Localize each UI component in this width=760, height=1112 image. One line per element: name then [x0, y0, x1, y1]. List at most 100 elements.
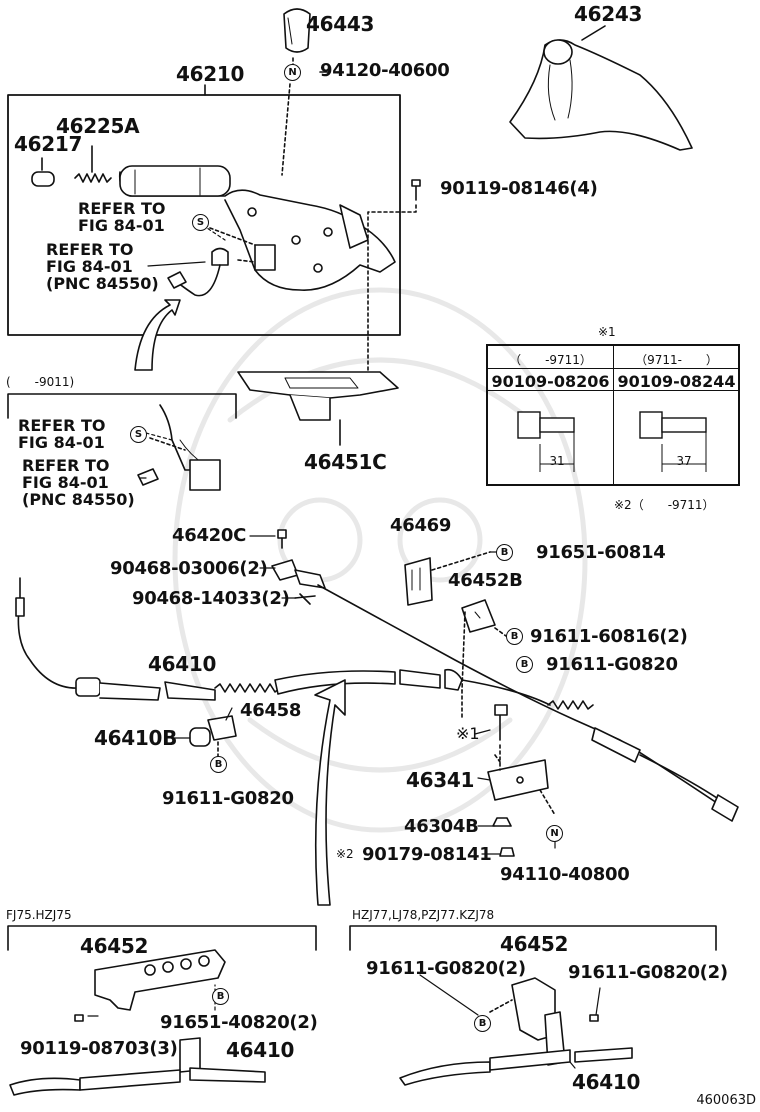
clip-90468-14033	[294, 593, 316, 605]
clip-46458	[207, 715, 237, 741]
left-cable	[15, 577, 161, 701]
part-46225A-label[interactable]: 46225A	[56, 114, 140, 138]
leader-line	[281, 83, 291, 176]
part-91651-60814-label[interactable]: 91651-60814	[536, 542, 666, 563]
part-46452-label-hzj77[interactable]: 46452	[500, 932, 569, 956]
part-90179-08141-label[interactable]: 90179-08141	[362, 844, 492, 865]
shift-knob	[283, 8, 311, 53]
bracket-46469	[404, 551, 491, 606]
b-symbol-icon: B	[506, 628, 523, 645]
refer-line-2: FIG 84-01	[22, 472, 109, 492]
part-46341-label[interactable]: 46341	[406, 768, 475, 792]
bolt-37-drawing	[639, 411, 707, 472]
center-direction-arrow	[314, 679, 346, 906]
part-46458-label[interactable]: 46458	[240, 700, 302, 721]
part-46420C-label[interactable]: 46420C	[172, 525, 247, 546]
bracket-46452B	[461, 599, 507, 637]
table-part-number-1[interactable]: 90109-08206	[491, 372, 610, 391]
table-part-number-2[interactable]: 90109-08244	[617, 372, 736, 391]
part-46443-label[interactable]: 46443	[306, 12, 375, 36]
part-91611-G0820-label-c[interactable]: 91611-G0820(2)	[366, 958, 526, 979]
model-note-hzj77: HZJ77,LJ78,PZJ77.KZJ78	[352, 908, 495, 922]
part-46469-label[interactable]: 46469	[390, 515, 452, 536]
front-cable	[317, 584, 721, 806]
part-91651-40820-label[interactable]: 91651-40820(2)	[160, 1012, 318, 1033]
bolt-variant-table: （ -9711） （9711- ） 90109-08206 90109-0824…	[486, 344, 740, 486]
part-46217-label[interactable]: 46217	[14, 132, 83, 156]
refer-line-2: FIG 84-01	[46, 256, 133, 276]
refer-line-1: REFER TO	[18, 416, 106, 435]
b-symbol-icon: B	[210, 756, 227, 773]
lever-assembly	[118, 165, 396, 291]
part-46451C-label[interactable]: 46451C	[304, 450, 387, 474]
refer-line-1: REFER TO	[22, 456, 110, 475]
part-46304B-label[interactable]: 46304B	[404, 816, 479, 837]
part-90468-14033-label[interactable]: 90468-14033(2)	[132, 588, 290, 609]
refer-to-fig-84-01-pnc-a[interactable]: REFER TO FIG 84-01 (PNC 84550)	[46, 240, 159, 293]
leader-line	[581, 25, 606, 41]
b-symbol-icon: B	[516, 656, 533, 673]
nut-46304B	[492, 817, 512, 827]
bolt-31-drawing	[517, 411, 575, 472]
leader-line	[461, 611, 466, 691]
lever-assembly-frame	[7, 94, 401, 336]
lever-boot	[509, 25, 693, 151]
table-header-before: （ -9711）	[509, 353, 592, 367]
refer-to-fig-84-01-a[interactable]: REFER TO FIG 84-01	[78, 199, 166, 235]
part-46452B-label[interactable]: 46452B	[448, 570, 523, 591]
part-91611-G0820-label-d[interactable]: 91611-G0820(2)	[568, 962, 728, 983]
fj75-frame	[7, 925, 317, 951]
direction-arrow	[134, 299, 181, 371]
note-mark-2-range: ※2（ -9711）	[614, 498, 715, 512]
s-symbol-icon: S	[130, 426, 147, 443]
refer-line-2: FIG 84-01	[18, 432, 105, 452]
part-46410-label-c[interactable]: 46410	[572, 1070, 641, 1094]
bracket-46452-fj75	[9, 949, 266, 1096]
part-94110-40800-label[interactable]: 94110-40800	[500, 864, 630, 885]
bolt-90119-08146	[411, 179, 421, 201]
part-46410-label-a[interactable]: 46410	[148, 652, 217, 676]
grommet-46410B	[189, 727, 211, 747]
refer-line-3: (PNC 84550)	[46, 273, 159, 293]
table-header-after: （9711- ）	[635, 353, 718, 367]
refer-line-1: REFER TO	[46, 240, 134, 259]
part-46410-label-b[interactable]: 46410	[226, 1038, 295, 1062]
b-symbol-icon: B	[496, 544, 513, 561]
button-46217	[31, 157, 55, 187]
inset-frame	[7, 393, 237, 419]
part-46243-label[interactable]: 46243	[574, 2, 643, 26]
part-46410B-label[interactable]: 46410B	[94, 726, 178, 750]
equalizer-46341	[487, 704, 556, 816]
part-91611-G0820-label-b[interactable]: 91611-G0820	[162, 788, 294, 809]
refer-line-3: (PNC 84550)	[22, 489, 135, 509]
bracket-46452-hzj77	[399, 977, 633, 1086]
b-symbol-icon: B	[474, 1015, 491, 1032]
n-symbol-icon: N	[546, 825, 563, 842]
refer-to-fig-84-01-b[interactable]: REFER TO FIG 84-01	[18, 416, 106, 452]
clip-90468-03006	[271, 559, 326, 589]
plate-46451C	[237, 371, 399, 446]
note-mark-1-table: ※1	[598, 325, 616, 339]
part-90468-03006-label[interactable]: 90468-03006(2)	[110, 558, 268, 579]
table-bolt-drawings	[517, 411, 707, 472]
note-mark-2-nut: ※2	[336, 847, 354, 861]
part-90119-08146-label[interactable]: 90119-08146(4)	[440, 178, 598, 199]
n-symbol-icon: N	[284, 64, 301, 81]
b-symbol-icon: B	[212, 988, 229, 1005]
part-46452-label-fj75[interactable]: 46452	[80, 934, 149, 958]
part-46210-label[interactable]: 46210	[176, 62, 245, 86]
switch-wire	[167, 227, 276, 297]
bolt-46420C	[277, 529, 287, 549]
refer-line-1: REFER TO	[78, 199, 166, 218]
refer-to-fig-84-01-pnc-b[interactable]: REFER TO FIG 84-01 (PNC 84550)	[22, 456, 135, 509]
part-91611-G0820-label-a[interactable]: 91611-G0820	[546, 654, 678, 675]
part-91611-60816-label[interactable]: 91611-60816(2)	[530, 626, 688, 647]
cable-46410	[164, 668, 739, 822]
note-mark-1-bolt: ※1	[456, 724, 480, 743]
part-90119-08703-label[interactable]: 90119-08703(3)	[20, 1038, 178, 1059]
s-symbol-icon: S	[192, 214, 209, 231]
model-note-fj75: FJ75.HZJ75	[6, 908, 72, 922]
part-94120-40600-label[interactable]: 94120-40600	[320, 60, 450, 81]
